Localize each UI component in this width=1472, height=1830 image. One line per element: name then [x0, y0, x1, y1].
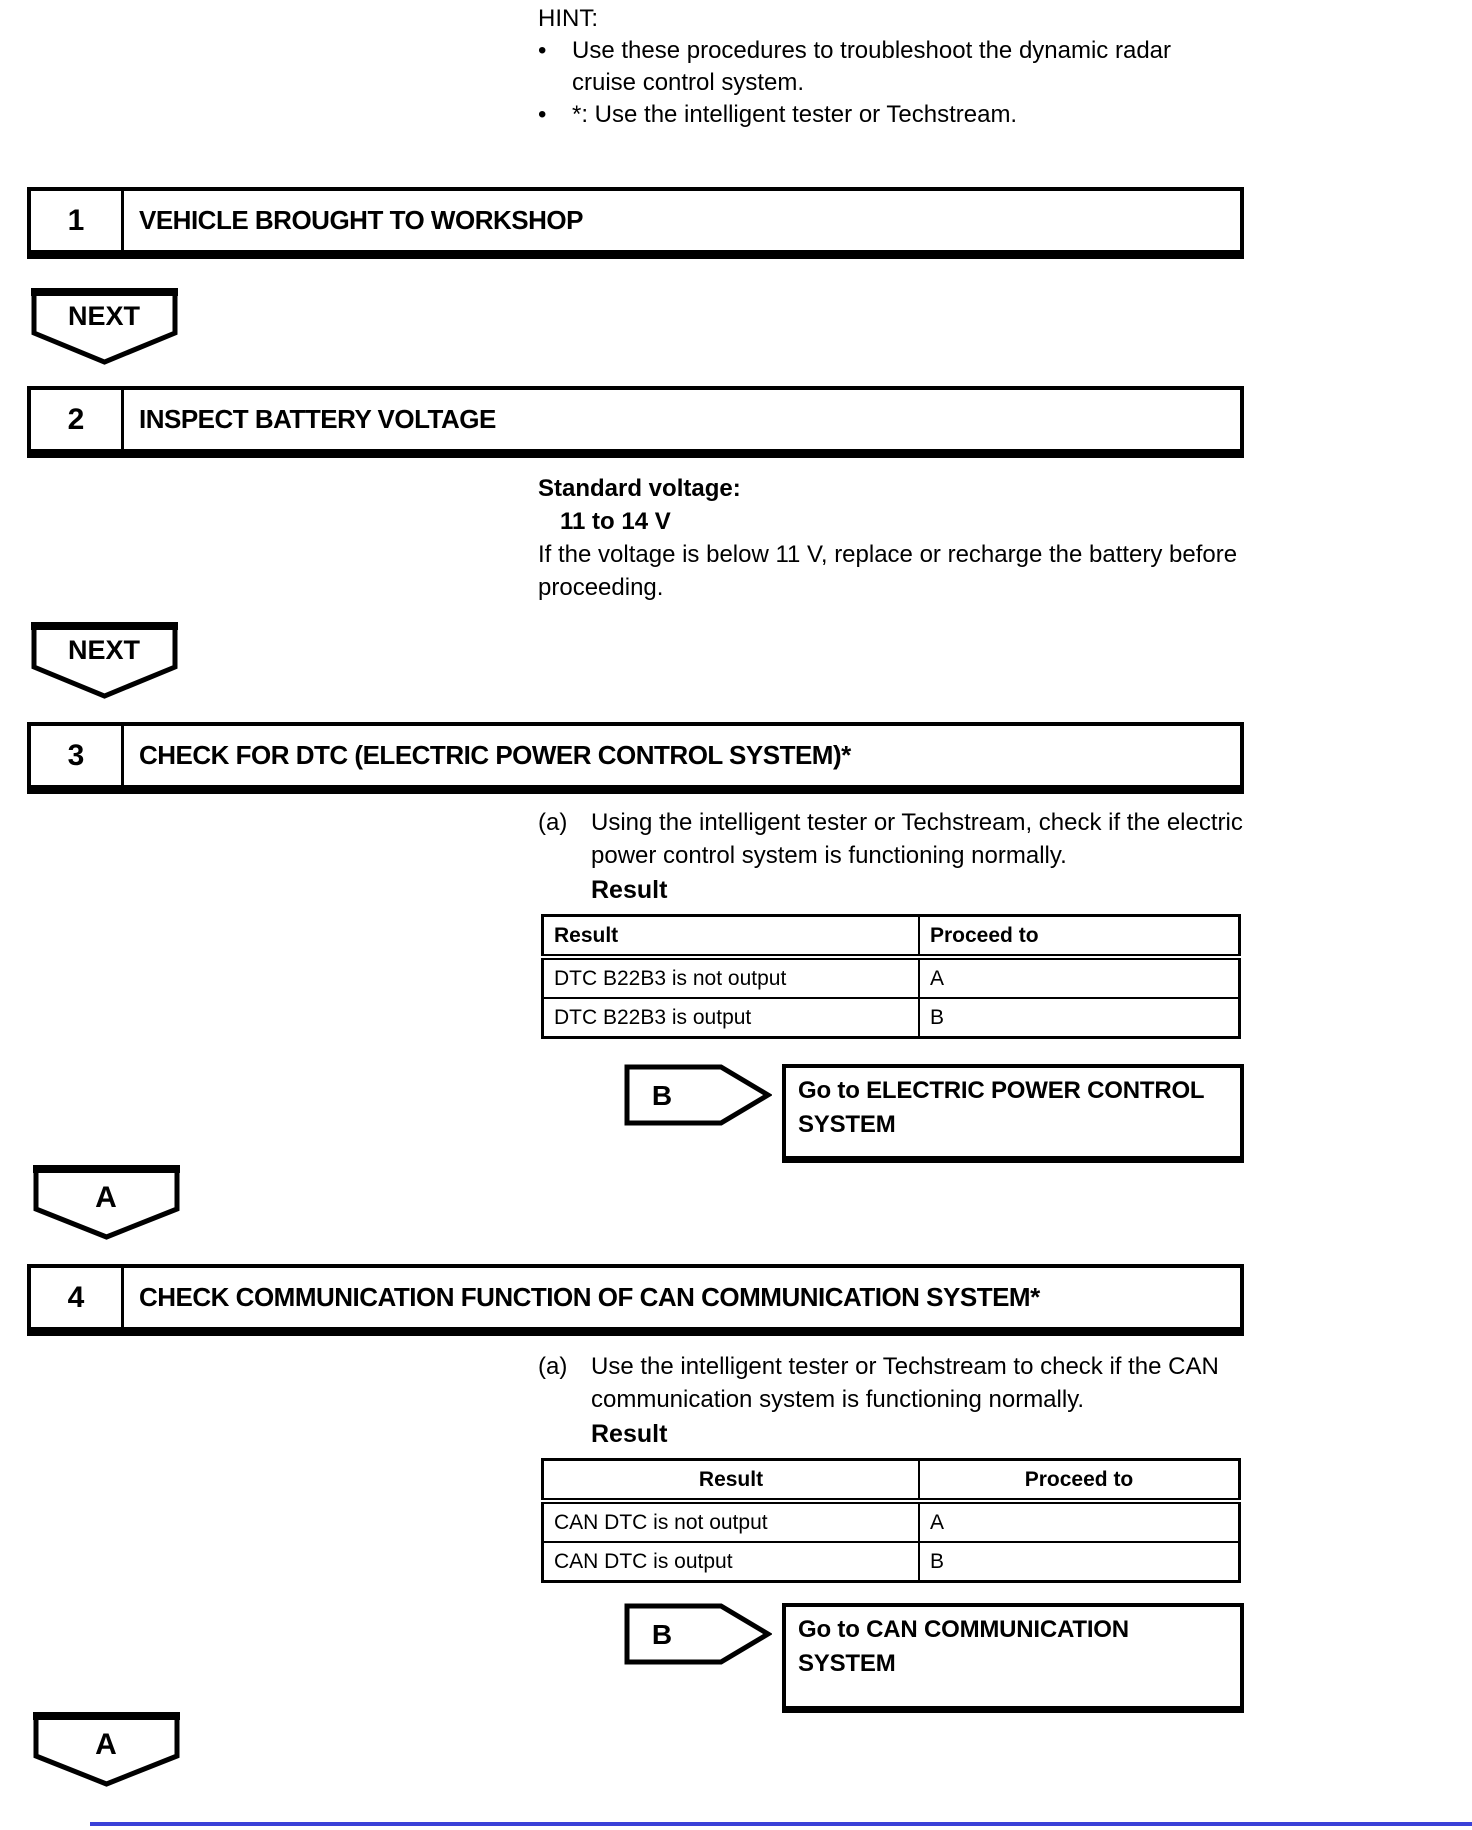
step-4-item-a: (a) Use the intelligent tester or Techst…	[538, 1350, 1253, 1416]
step-3-result-table: Result Proceed to DTC B22B3 is not outpu…	[541, 914, 1241, 1039]
step-1-title: VEHICLE BROUGHT TO WORKSHOP	[139, 205, 583, 235]
table-header-row: Result Proceed to	[541, 1458, 1241, 1504]
proceed-to-column-header: Proceed to	[918, 914, 1241, 960]
next-label: NEXT	[68, 301, 141, 331]
step-3-instruction: Using the intelligent tester or Techstre…	[591, 809, 1243, 869]
branch-b-label: B	[652, 1619, 672, 1650]
result-heading: Result	[591, 876, 668, 904]
step-3-number: 3	[31, 726, 124, 785]
step-2-title: INSPECT BATTERY VOLTAGE	[139, 404, 496, 434]
bullet-marker: •	[538, 101, 547, 128]
branch-b-arrow-icon: B	[624, 1064, 772, 1126]
spec-label: Standard voltage:	[538, 475, 741, 502]
step-3-detail: (a) Using the intelligent tester or Tech…	[538, 806, 1253, 1039]
hint-bullet-1: • Use these procedures to troubleshoot t…	[538, 35, 1248, 99]
step-2-number: 2	[31, 390, 124, 449]
page-bottom-rule	[90, 1822, 1472, 1826]
proceed-cell: A	[918, 956, 1241, 999]
step-1-header: 1 VEHICLE BROUGHT TO WORKSHOP	[27, 187, 1244, 259]
step-4-title: CHECK COMMUNICATION FUNCTION OF CAN COMM…	[139, 1282, 1040, 1312]
step-3-title: CHECK FOR DTC (ELECTRIC POWER CONTROL SY…	[139, 740, 851, 770]
proceed-cell: B	[918, 1541, 1241, 1583]
step-1-number: 1	[31, 191, 124, 250]
table-header-row: Result Proceed to	[541, 914, 1241, 960]
table-row: CAN DTC is output B	[541, 1541, 1241, 1583]
table-row: DTC B22B3 is output B	[541, 997, 1241, 1039]
item-label: (a)	[538, 809, 568, 836]
step-2-header: 2 INSPECT BATTERY VOLTAGE	[27, 386, 1244, 458]
result-cell: CAN DTC is output	[541, 1541, 920, 1583]
next-connector-icon: NEXT	[31, 288, 178, 365]
step-3-branch-action: Go to ELECTRIC POWER CONTROL SYSTEM	[782, 1064, 1244, 1163]
hint-label: HINT:	[538, 5, 598, 32]
item-label: (a)	[538, 1353, 568, 1380]
step-4-branch-action: Go to CAN COMMUNICATION SYSTEM	[782, 1603, 1244, 1713]
hint-section: HINT: • Use these procedures to troubles…	[538, 2, 1248, 131]
proceed-to-column-header: Proceed to	[918, 1458, 1241, 1504]
next-connector-icon: NEXT	[31, 622, 178, 699]
step-3-header: 3 CHECK FOR DTC (ELECTRIC POWER CONTROL …	[27, 722, 1244, 794]
result-column-header: Result	[541, 914, 920, 960]
result-column-header: Result	[541, 1458, 920, 1504]
proceed-cell: A	[918, 1500, 1241, 1543]
next-label: NEXT	[68, 635, 141, 665]
result-cell: DTC B22B3 is not output	[541, 956, 920, 999]
result-cell: CAN DTC is not output	[541, 1500, 920, 1543]
branch-b-label: B	[652, 1080, 672, 1111]
result-cell: DTC B22B3 is output	[541, 997, 920, 1039]
branch-b-arrow-icon: B	[624, 1603, 772, 1665]
table-row: DTC B22B3 is not output A	[541, 956, 1241, 999]
spec-value: 11 to 14 V	[560, 508, 671, 535]
continue-a-label: A	[95, 1728, 117, 1761]
continue-a-label: A	[95, 1181, 117, 1214]
table-row: CAN DTC is not output A	[541, 1500, 1241, 1543]
spec-note: If the voltage is below 11 V, replace or…	[538, 541, 1238, 601]
step-4-header: 4 CHECK COMMUNICATION FUNCTION OF CAN CO…	[27, 1264, 1244, 1336]
continue-a-connector-icon: A	[33, 1165, 180, 1240]
step-3-item-a: (a) Using the intelligent tester or Tech…	[538, 806, 1253, 872]
continue-a-connector-icon: A	[33, 1712, 180, 1787]
hint-bullet-2: • *: Use the intelligent tester or Techs…	[538, 99, 1248, 131]
step-4-number: 4	[31, 1268, 124, 1327]
result-heading: Result	[591, 1420, 668, 1448]
hint-bullet-1-text: Use these procedures to troubleshoot the…	[572, 37, 1172, 96]
step-4-instruction: Use the intelligent tester or Techstream…	[591, 1353, 1219, 1413]
hint-bullet-2-text: *: Use the intelligent tester or Techstr…	[572, 101, 1018, 128]
step-2-spec: Standard voltage: 11 to 14 V If the volt…	[538, 472, 1250, 604]
proceed-cell: B	[918, 997, 1241, 1039]
step-4-detail: (a) Use the intelligent tester or Techst…	[538, 1350, 1253, 1583]
bullet-marker: •	[538, 37, 547, 64]
step-4-result-table: Result Proceed to CAN DTC is not output …	[541, 1458, 1241, 1583]
